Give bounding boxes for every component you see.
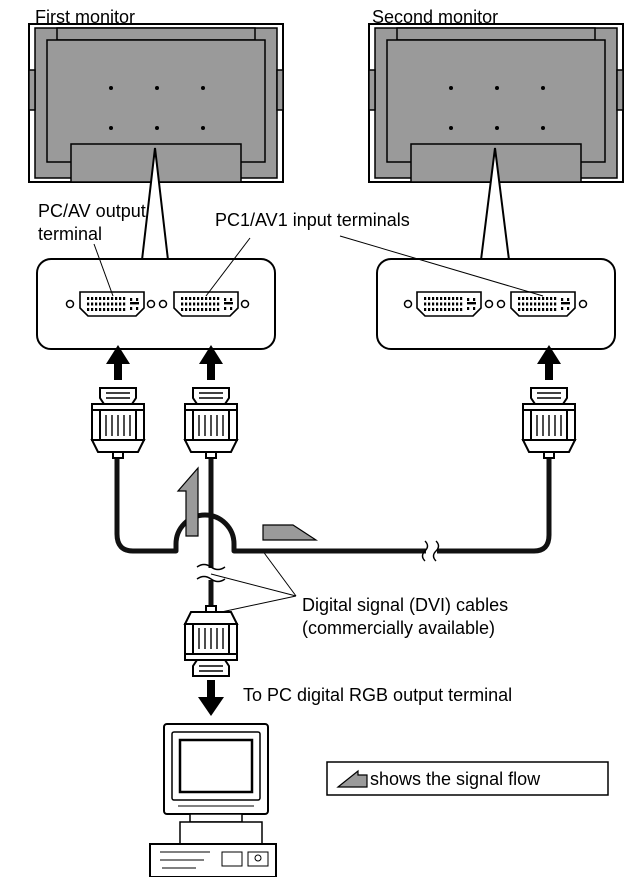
pc-dvi-plug-icon bbox=[184, 605, 238, 677]
dvi-cables-label-line1: Digital signal (DVI) cables bbox=[302, 595, 508, 615]
arrow-down-icon bbox=[198, 680, 224, 716]
computer-icon bbox=[149, 723, 277, 877]
pcav-output-label-line2: terminal bbox=[38, 224, 102, 244]
second-terminal-panel bbox=[376, 258, 616, 350]
arrow-up-icon bbox=[106, 345, 561, 380]
dvi-cables bbox=[114, 456, 552, 610]
second-monitor-callout bbox=[480, 147, 510, 261]
signal-arrow-icon bbox=[176, 466, 319, 541]
second-monitor-label: Second monitor bbox=[372, 7, 498, 27]
cable-break-marks bbox=[196, 540, 440, 583]
legend-box: shows the signal flow bbox=[326, 761, 609, 796]
leader-lines bbox=[93, 235, 544, 615]
to-pc-label: To PC digital RGB output terminal bbox=[243, 685, 512, 705]
dvi-cables-label-line2: (commercially available) bbox=[302, 618, 495, 638]
legend-signal-arrow-icon bbox=[336, 769, 368, 788]
dvi-port-icon bbox=[416, 291, 482, 317]
first-terminal-panel bbox=[36, 258, 276, 350]
legend-text: shows the signal flow bbox=[370, 769, 541, 789]
pcav-output-label-line1: PC/AV output bbox=[38, 201, 146, 221]
dvi-plug-icon bbox=[91, 387, 576, 459]
pc1av1-input-label: PC1/AV1 input terminals bbox=[215, 210, 410, 230]
pcav-output-port-icon bbox=[79, 291, 145, 317]
first-monitor-label: First monitor bbox=[35, 7, 135, 27]
first-monitor-callout bbox=[141, 147, 169, 261]
